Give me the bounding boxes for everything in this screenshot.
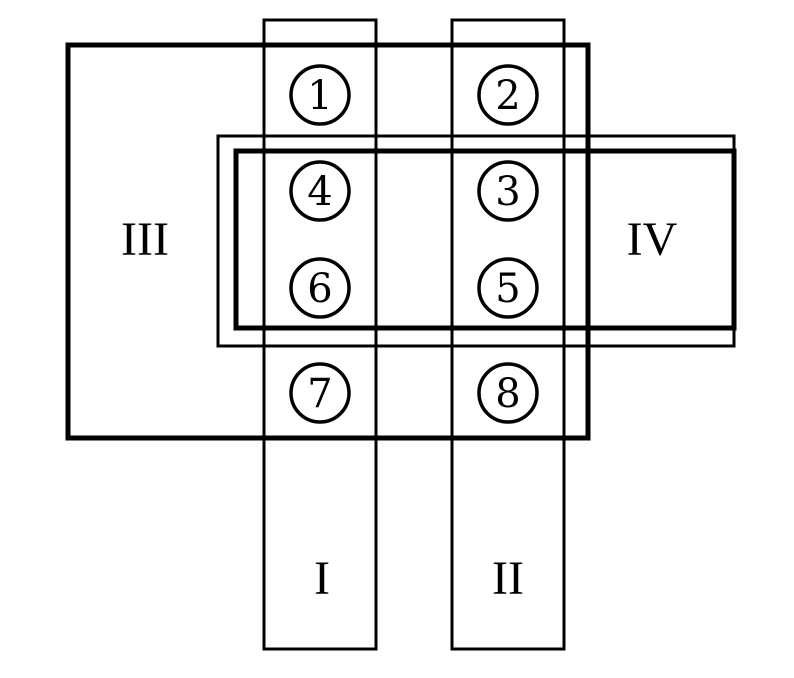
region-IV-rect-inner	[233, 148, 737, 331]
cell-number: 3	[495, 169, 520, 215]
region-III-label: III	[121, 213, 169, 266]
cell-number: 8	[495, 371, 520, 417]
cell-number: 7	[307, 371, 332, 417]
cell-number: 5	[495, 266, 520, 312]
region-IV-label: IV	[627, 213, 678, 266]
region-III-rect	[65, 42, 591, 441]
cell-ring	[477, 257, 539, 319]
region-I-rect	[262, 18, 378, 651]
cell-number: 2	[495, 73, 520, 119]
cell-1: 1	[289, 64, 351, 126]
cell-5: 5	[477, 257, 539, 319]
region-I-label: I	[314, 552, 330, 605]
cell-number: 1	[307, 73, 332, 119]
cell-3: 3	[477, 160, 539, 222]
cell-8: 8	[477, 362, 539, 424]
cell-ring	[477, 64, 539, 126]
cell-ring	[477, 160, 539, 222]
cell-7: 7	[289, 362, 351, 424]
cell-number: 4	[307, 169, 332, 215]
cell-ring	[289, 362, 351, 424]
cell-ring	[289, 64, 351, 126]
cell-ring	[289, 160, 351, 222]
cell-2: 2	[477, 64, 539, 126]
cell-ring	[477, 362, 539, 424]
cell-4: 4	[289, 160, 351, 222]
cell-number: 6	[307, 266, 332, 312]
cell-ring	[289, 257, 351, 319]
region-II-label: II	[492, 552, 524, 605]
region-II-rect	[450, 18, 566, 651]
cell-6: 6	[289, 257, 351, 319]
